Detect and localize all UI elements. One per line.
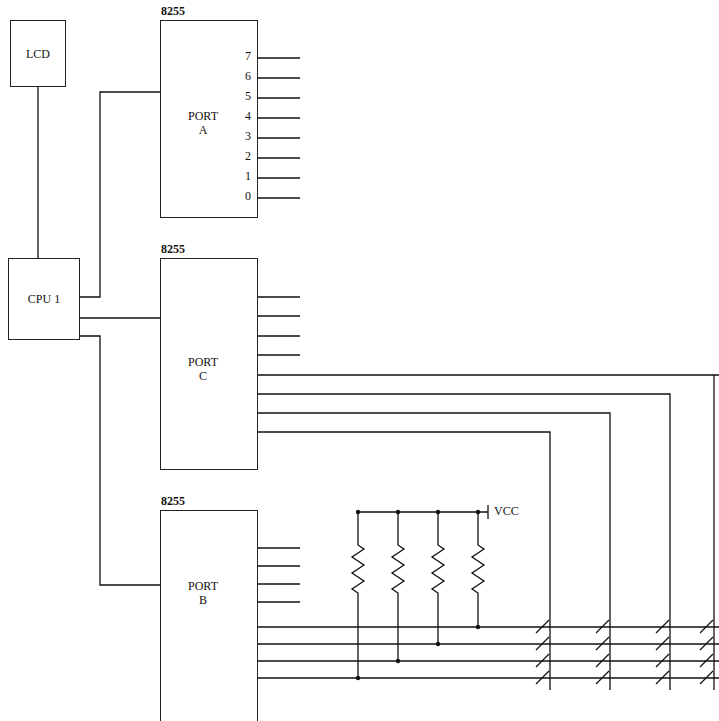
bus-wire (80, 317, 160, 318)
switch-contact (700, 637, 713, 650)
resistor-symbol (472, 512, 484, 627)
supply-label: VCC (493, 505, 520, 518)
display-box: LCD (10, 20, 66, 87)
switch-contact (700, 671, 713, 684)
port-a-pins (258, 58, 300, 198)
box-label: PORT A (183, 109, 223, 137)
switch-contact (596, 654, 609, 667)
switch-contact (656, 671, 669, 684)
junction-dot (436, 642, 440, 646)
junction-dot (396, 659, 400, 663)
switch-contact (536, 654, 549, 667)
switch-contact (656, 637, 669, 650)
ppi-chip: 8255PORT C (160, 258, 258, 470)
switch-contact (656, 654, 669, 667)
box-label: PORT C (183, 355, 223, 383)
junction-dot (436, 510, 440, 514)
pin-number: 6 (244, 70, 252, 83)
bus-wire (80, 336, 160, 585)
pin-number: 0 (244, 190, 252, 203)
switch-contact (700, 620, 713, 633)
junction-dot (356, 510, 360, 514)
box-label: CPU 1 (24, 292, 64, 306)
switch-contact (536, 637, 549, 650)
resistor-symbol (352, 512, 364, 678)
pin-number: 5 (244, 90, 252, 103)
switch-contact (596, 620, 609, 633)
port-b-pins (258, 548, 719, 678)
pull-up-resistors (352, 505, 488, 678)
chip-name: 8255 (161, 4, 185, 19)
bus-wire (80, 92, 160, 297)
pin-number: 7 (244, 50, 252, 63)
junction-dot (396, 510, 400, 514)
pin-number: 1 (244, 170, 252, 183)
resistor-symbol (392, 512, 404, 661)
ppi-chip: 8255PORT B (160, 510, 258, 721)
pin-number: 3 (244, 130, 252, 143)
resistor-symbol (432, 512, 444, 644)
switch-contact (700, 654, 713, 667)
chip-name: 8255 (161, 494, 185, 509)
box-label: PORT B (183, 579, 223, 607)
pin-number: 4 (244, 110, 252, 123)
key-switches (536, 620, 713, 684)
junction-dot (356, 676, 360, 680)
cpu-box: CPU 1 (8, 258, 80, 340)
switch-contact (596, 637, 609, 650)
box-label: LCD (18, 47, 58, 61)
switch-contact (536, 620, 549, 633)
switch-contact (536, 671, 549, 684)
port-c-pins (258, 297, 719, 690)
chip-name: 8255 (161, 242, 185, 257)
switch-contact (656, 620, 669, 633)
junction-dot (476, 625, 480, 629)
switch-contact (596, 671, 609, 684)
pin-number: 2 (244, 150, 252, 163)
junction-dot (476, 510, 480, 514)
bus-wire (37, 87, 38, 258)
